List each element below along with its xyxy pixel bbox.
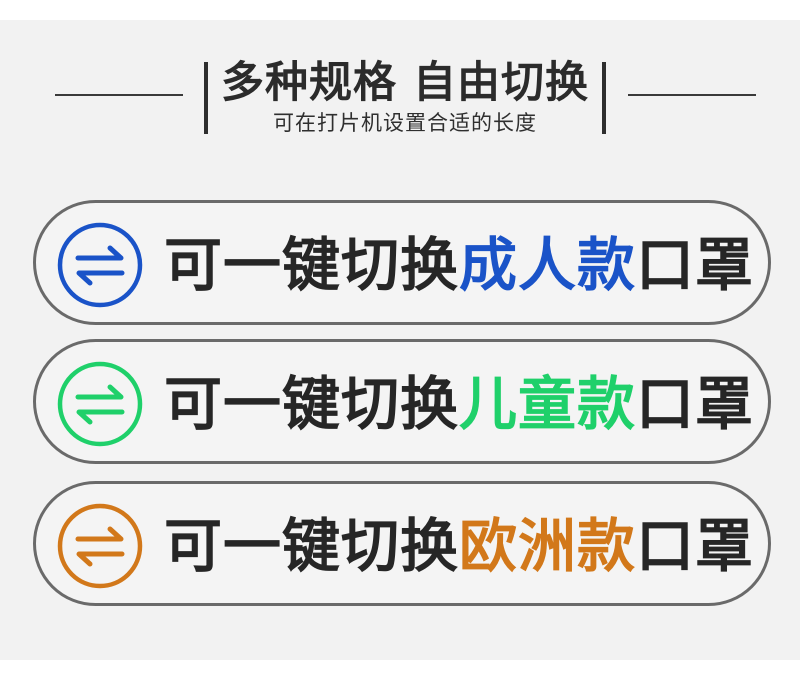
right-title-bar — [602, 62, 606, 134]
page-title: 多种规格 自由切换 — [221, 58, 589, 108]
option-prefix: 可一键切换 — [164, 231, 460, 299]
option-highlight: 欧洲款 — [459, 512, 637, 580]
swap-arrows-icon — [57, 361, 143, 447]
page-subtitle: 可在打片机设置合适的长度 — [273, 111, 537, 135]
option-suffix: 口罩 — [636, 512, 755, 580]
option-suffix: 口罩 — [636, 370, 755, 438]
swap-arrows-icon — [57, 222, 143, 308]
option-prefix: 可一键切换 — [164, 512, 460, 580]
option-suffix: 口罩 — [636, 231, 755, 299]
left-divider-line — [55, 94, 183, 96]
right-divider-line — [628, 94, 756, 96]
option-europe[interactable]: 可一键切换欧洲款口罩 — [33, 481, 771, 606]
swap-arrows-icon — [57, 503, 143, 589]
canvas: 多种规格 自由切换 可在打片机设置合适的长度 可一键切换成人款口罩 可一键切换儿… — [0, 20, 800, 660]
option-child[interactable]: 可一键切换儿童款口罩 — [33, 339, 771, 464]
option-highlight: 儿童款 — [459, 370, 637, 438]
option-adult[interactable]: 可一键切换成人款口罩 — [33, 200, 771, 325]
header: 多种规格 自由切换 可在打片机设置合适的长度 — [0, 20, 800, 160]
option-label: 可一键切换成人款口罩 — [164, 225, 754, 305]
option-label: 可一键切换欧洲款口罩 — [164, 506, 754, 586]
option-highlight: 成人款 — [459, 231, 637, 299]
left-title-bar — [204, 62, 208, 134]
option-label: 可一键切换儿童款口罩 — [164, 364, 754, 444]
option-prefix: 可一键切换 — [164, 370, 460, 438]
